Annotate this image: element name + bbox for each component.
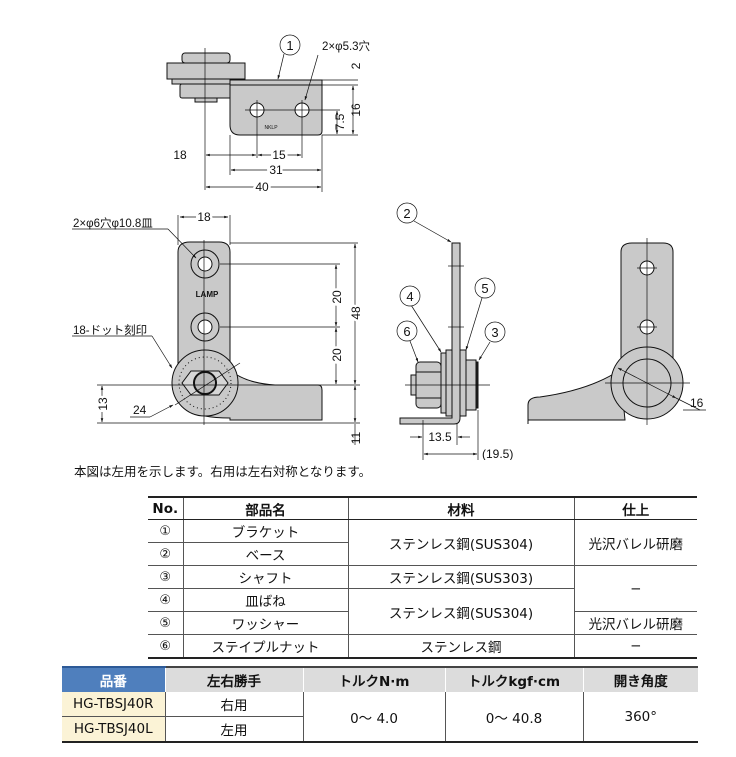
hand: 右用 <box>164 692 303 717</box>
header-torque-nm: トルクN·m <box>302 666 445 692</box>
dim-front-18: 18 <box>197 210 211 224</box>
table-row: ③ シャフト ステンレス鋼(SUS303) − <box>148 565 697 612</box>
part-no: ⑥ <box>148 634 183 659</box>
callout-6: 6 <box>403 324 410 339</box>
part-no: ① <box>148 519 183 543</box>
dim-11: 11 <box>349 431 363 444</box>
dim-24: 24 <box>133 403 147 417</box>
part-name: ベース <box>182 542 348 566</box>
dim-13: 13 <box>96 397 110 411</box>
callout-3: 3 <box>491 325 498 340</box>
opening-angle: 360° <box>582 692 698 743</box>
table-header-row: 品番 左右勝手 トルクN·m トルクkgf·cm 開き角度 <box>62 666 698 692</box>
part-material: ステンレス鋼 <box>347 634 574 659</box>
dim-2: 2 <box>349 62 363 69</box>
part-name: 皿ばね <box>182 588 348 612</box>
dot-stamp-label: 18-ドット刻印 <box>73 323 147 337</box>
spec-table: 品番 左右勝手 トルクN·m トルクkgf·cm 開き角度 HG-TBSJ40R… <box>62 666 698 743</box>
part-name: ワッシャー <box>182 611 348 635</box>
header-finish: 仕上 <box>573 497 697 520</box>
part-material: ステンレス鋼(SUS304) <box>347 519 574 566</box>
dim-20-upper: 20 <box>330 290 344 304</box>
part-number: HG-TBSJ40L <box>62 716 165 743</box>
table-row: ④ 皿ばね ステンレス鋼(SUS304) <box>148 588 697 635</box>
table-row: ⑥ ステイプルナット ステンレス鋼 − <box>148 634 697 659</box>
torque-kgf: 0〜 40.8 <box>444 692 583 743</box>
table-row: ⑤ ワッシャー 光沢バレル研磨 <box>148 611 697 635</box>
part-material: ステンレス鋼(SUS303) <box>347 565 574 589</box>
header-material: 材料 <box>347 497 574 520</box>
part-name: シャフト <box>182 565 348 589</box>
hole-label-top: 2×φ5.3穴 <box>322 39 371 53</box>
header-hand: 左右勝手 <box>164 666 303 692</box>
callout-1: 1 <box>286 38 293 53</box>
part-number: HG-TBSJ40R <box>62 692 165 717</box>
part-finish: − <box>573 634 697 659</box>
note-text: 本図は左用を示します。右用は左右対称となります。 <box>74 464 372 479</box>
header-torque-kgf: トルクkgf·cm <box>444 666 583 692</box>
part-material: ステンレス鋼(SUS304) <box>347 588 574 635</box>
part-no: ② <box>148 542 183 566</box>
callout-4: 4 <box>406 289 413 304</box>
part-no: ③ <box>148 565 183 589</box>
dim-40: 40 <box>255 180 269 194</box>
logo-lamp: LAMP <box>196 290 219 299</box>
part-name: ステイプルナット <box>182 634 348 659</box>
torque-nm: 0〜 4.0 <box>302 692 445 743</box>
dim-16: 16 <box>349 103 363 117</box>
part-finish: 光沢バレル研磨 <box>573 519 697 566</box>
part-finish: 光沢バレル研磨 <box>573 611 697 635</box>
part-no: ⑤ <box>148 611 183 635</box>
hole-label-front: 2×φ6穴φ10.8皿 <box>73 216 153 230</box>
dim-16-rear: 16 <box>690 396 704 410</box>
dim-20-lower: 20 <box>330 348 344 362</box>
header-part-name: 部品名 <box>182 497 348 520</box>
table-row: HG-TBSJ40R 右用 0〜 4.0 0〜 40.8 360° <box>62 692 698 743</box>
dim-13.5: 13.5 <box>428 430 452 444</box>
part-name: ブラケット <box>182 519 348 543</box>
header-angle: 開き角度 <box>582 666 698 692</box>
top-view <box>166 34 358 192</box>
front-view <box>72 215 360 445</box>
header-part-number: 品番 <box>62 666 165 692</box>
parts-table: No. 部品名 材料 仕上 ① ブラケット ステンレス鋼(SUS304) 光沢バ… <box>148 496 697 659</box>
side-view <box>396 202 506 460</box>
technical-drawing: 1 2×φ5.3穴 NKLP 2 16 7.5 18 15 31 40 <box>72 34 706 460</box>
part-finish: − <box>573 565 697 612</box>
table-row: ① ブラケット ステンレス鋼(SUS304) 光沢バレル研磨 <box>148 519 697 566</box>
callout-2: 2 <box>403 206 410 221</box>
stamp: NKLP <box>264 125 278 131</box>
table-row: HG-TBSJ40L 左用 <box>62 716 698 743</box>
table-row: ② ベース <box>148 542 697 566</box>
dim-18: 18 <box>173 148 187 162</box>
dim-15: 15 <box>272 148 286 162</box>
callout-5: 5 <box>481 281 488 296</box>
dim-31: 31 <box>269 163 283 177</box>
dim-48: 48 <box>349 306 363 320</box>
header-no: No. <box>148 497 183 520</box>
dim-19.5: (19.5) <box>482 447 513 460</box>
hand: 左用 <box>164 716 303 743</box>
rear-view <box>527 238 706 425</box>
dim-7.5: 7.5 <box>333 113 347 130</box>
part-no: ④ <box>148 588 183 612</box>
table-header-row: No. 部品名 材料 仕上 <box>148 497 697 520</box>
